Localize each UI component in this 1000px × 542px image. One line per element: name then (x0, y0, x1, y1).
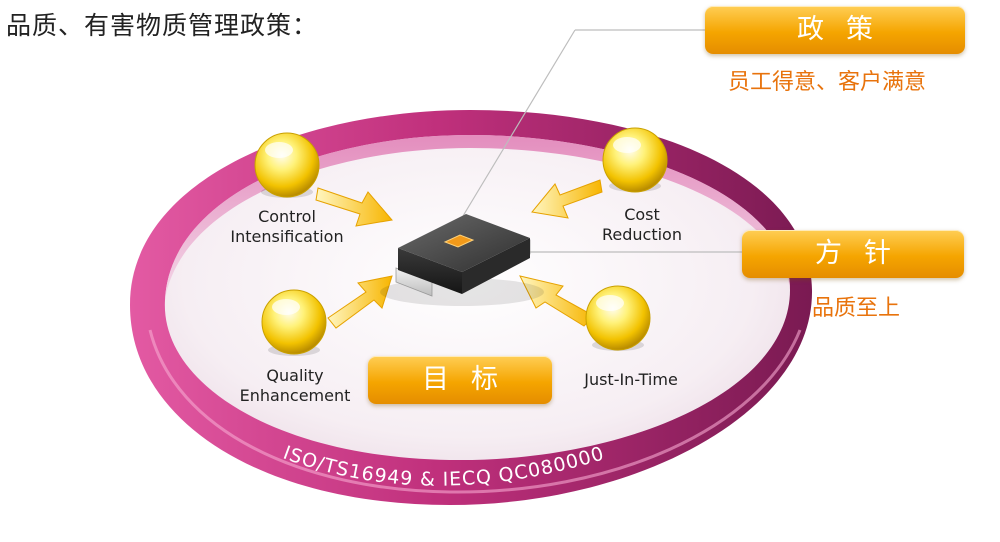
yellow-orb-icon (254, 132, 320, 198)
arrow-icon (531, 179, 603, 219)
node-jit-line1: Just-In-Time (584, 370, 678, 389)
policy-caption: 员工得意、客户满意 (728, 70, 927, 95)
smd-chip-icon (380, 214, 544, 306)
node-jit-label: Just-In-Time (566, 370, 696, 390)
yellow-orb-icon (261, 289, 327, 356)
yellow-orb-icon (602, 127, 668, 193)
node-cost-line2: Reduction (602, 225, 682, 244)
ring-highlight (148, 329, 802, 494)
node-quality-line1: Quality (266, 366, 324, 385)
guideline-caption: 品质至上 (812, 296, 901, 321)
yellow-orb-icon (585, 285, 651, 351)
node-control-line1: Control (258, 207, 316, 226)
ring-standard-text: ISO/TS16949 & IECQ QC080000 (280, 442, 607, 491)
arrow-icon (519, 275, 595, 327)
arrow-icon (315, 187, 393, 227)
guideline-label: 方针 (742, 230, 964, 278)
goal-label: 目标 (368, 356, 552, 404)
page-title: 品质、有害物质管理政策： (6, 11, 319, 40)
node-control-line2: Intensification (230, 227, 344, 246)
ring-floor (130, 115, 806, 485)
node-control-label: Control Intensification (220, 207, 354, 247)
policy-leader-line (462, 29, 576, 217)
policy-label: 政策 (705, 6, 965, 54)
node-quality-line2: Enhancement (239, 386, 351, 405)
node-cost-label: Cost Reduction (586, 205, 698, 245)
node-cost-line1: Cost (624, 205, 660, 224)
arrow-icon (327, 275, 393, 329)
node-quality-label: Quality Enhancement (232, 366, 358, 406)
